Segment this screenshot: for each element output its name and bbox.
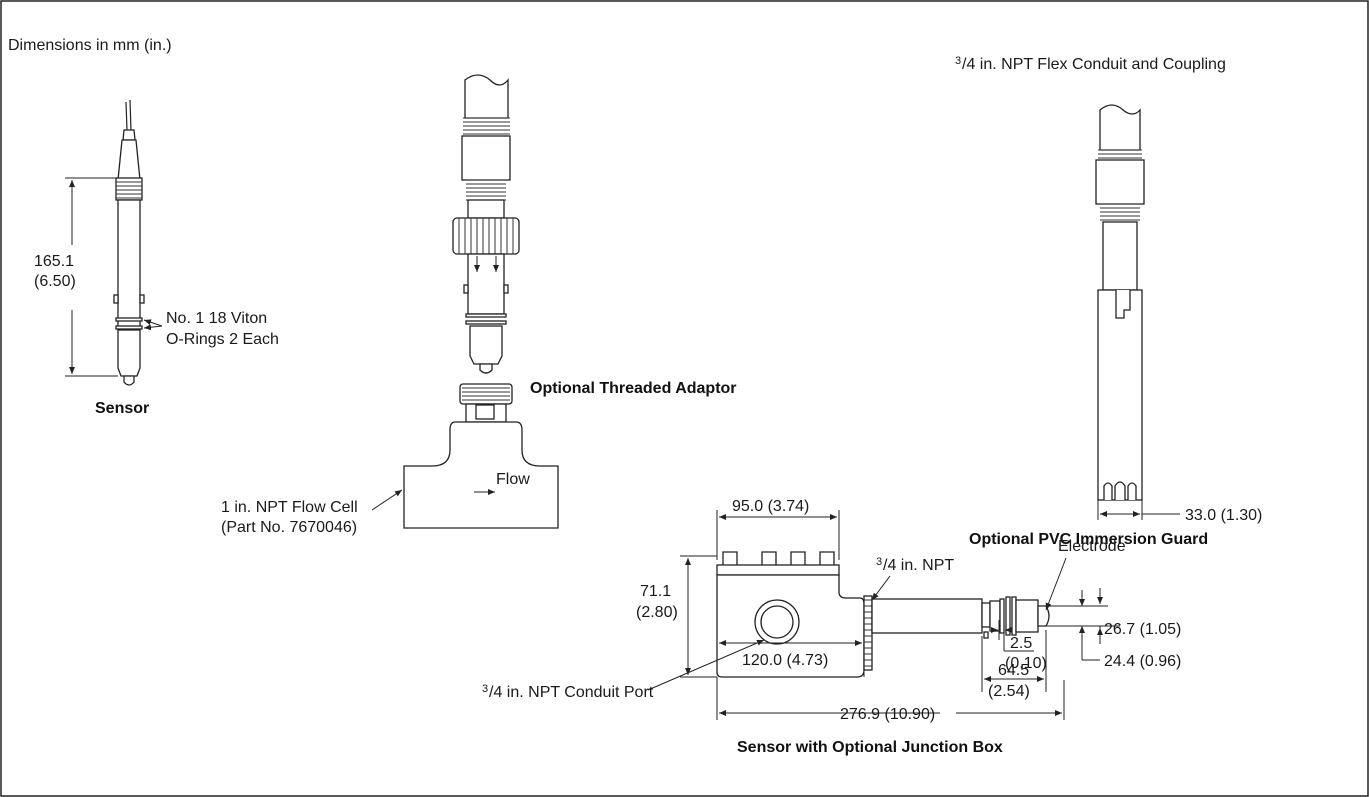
sensor-length-mm: 165.1	[34, 253, 74, 270]
guard-caption: Optional PVC Immersion Guard	[969, 531, 1208, 548]
dim-64-5-in: (2.54)	[988, 683, 1030, 700]
dim-24-4: 24.4 (0.96)	[1104, 653, 1181, 670]
flow-cell-label-line1: 1 in. NPT Flow Cell	[221, 499, 358, 516]
box-height-mm: 71.1	[640, 583, 671, 600]
flow-cell-drawing: Optional Threaded Adaptor Flow 1 in. NPT…	[221, 74, 737, 536]
dim-64-5-mm: 64.5	[998, 662, 1029, 679]
junction-box-drawing: 95.0 (3.74) 71.1 (2.80) 3 /4	[482, 498, 1181, 756]
oring-label-line1: No. 1 18 Viton	[166, 310, 267, 327]
bottom-width-dim: 120.0 (4.73)	[742, 652, 828, 669]
junction-box-caption: Sensor with Optional Junction Box	[737, 739, 1003, 756]
sensor-drawing: 165.1 (6.50) No. 1 18 Viton O-Rings 2 Ea…	[34, 99, 279, 417]
npt-sup: 3	[876, 556, 882, 568]
dim-26-7: 26.7 (1.05)	[1104, 621, 1181, 638]
dim-2-5-mm: 2.5	[1010, 635, 1032, 652]
conduit-port-sup: 3	[482, 683, 488, 695]
adaptor-caption: Optional Threaded Adaptor	[530, 380, 737, 397]
oring-label-line2: O-Rings 2 Each	[166, 331, 279, 348]
immersion-guard-drawing: 3 /4 in. NPT Flex Conduit and Coupling 3…	[955, 55, 1262, 548]
sensor-length-in: (6.50)	[34, 273, 76, 290]
sensor-caption: Sensor	[95, 400, 149, 417]
guard-width-dim: 33.0 (1.30)	[1185, 507, 1262, 524]
flex-conduit-sup: 3	[955, 55, 961, 67]
top-width-dim: 95.0 (3.74)	[732, 498, 809, 515]
npt-label: /4 in. NPT	[883, 557, 954, 574]
conduit-port-label: /4 in. NPT Conduit Port	[489, 684, 654, 701]
flow-label: Flow	[496, 471, 530, 488]
dimensions-note: Dimensions in mm (in.)	[8, 37, 172, 54]
flow-cell-label-line2: (Part No. 7670046)	[221, 519, 357, 536]
electrode-label: Electrode	[1058, 538, 1126, 555]
dim-2-5-in: (0.10)	[1005, 655, 1047, 672]
flex-conduit-label: /4 in. NPT Flex Conduit and Coupling	[962, 56, 1226, 73]
box-height-in: (2.80)	[636, 604, 678, 621]
overall-length-dim: 276.9 (10.90)	[840, 706, 935, 723]
